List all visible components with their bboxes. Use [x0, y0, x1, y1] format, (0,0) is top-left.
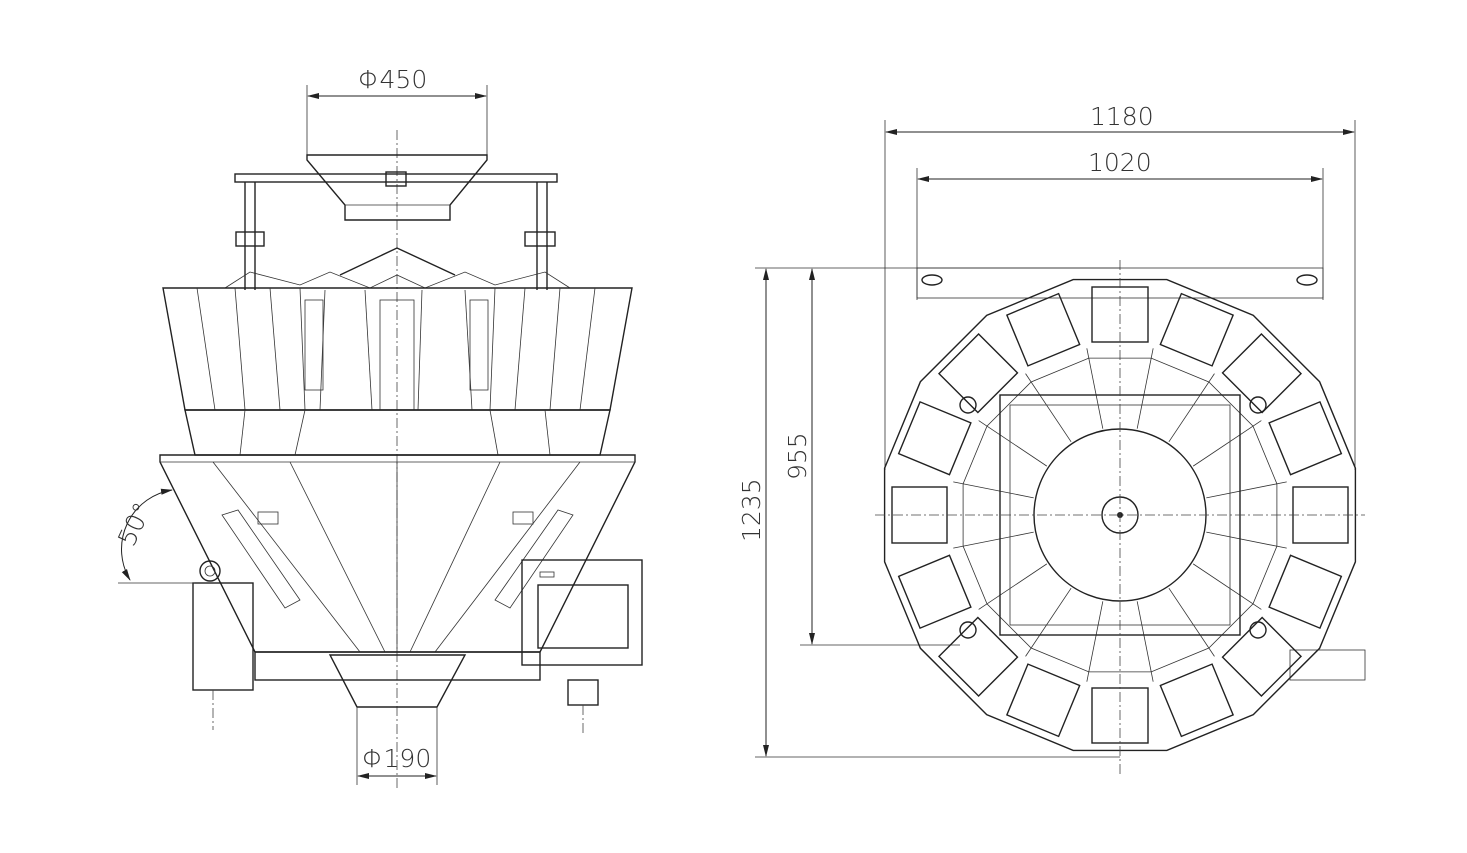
base-frame [254, 651, 541, 681]
radial-line [978, 563, 1048, 610]
radial-line [1136, 601, 1154, 682]
clamp-icon [1249, 396, 1267, 414]
outlet-diameter-label: Φ190 [362, 744, 431, 773]
dimension-overall-depth: 1235 [737, 267, 1120, 758]
radial-line [1192, 420, 1262, 467]
frame-width-label: 1020 [1088, 148, 1152, 177]
bucket [1159, 663, 1235, 738]
bracket-right [494, 509, 574, 609]
angle-label: 50° [112, 498, 157, 550]
control-panel [521, 559, 643, 735]
radial-line [1192, 563, 1262, 610]
dimension-outlet-diameter: Φ190 [356, 707, 438, 785]
radial-line [953, 481, 1034, 499]
discharge-chute [159, 454, 636, 653]
weigh-buckets [184, 409, 611, 456]
radial-line [1206, 481, 1287, 499]
radial-line [1025, 587, 1072, 657]
motor-box [192, 582, 254, 691]
front-view: Φ450 [112, 65, 643, 790]
feed-hopper [306, 154, 488, 221]
top-diameter-label: Φ450 [358, 65, 427, 94]
bucket [897, 554, 972, 630]
bucket [1005, 292, 1081, 367]
clamp-icon [1249, 621, 1267, 639]
top-view: 1180 1020 1235 955 [737, 102, 1366, 775]
bucket [1005, 663, 1081, 738]
top-view-geometry [875, 260, 1365, 775]
bucket [937, 332, 1019, 414]
top-rail [234, 173, 558, 183]
radial-line [1206, 531, 1287, 549]
overall-width-label: 1180 [1090, 102, 1154, 131]
dimension-angle: 50° [112, 488, 195, 584]
bucket [1268, 554, 1343, 630]
touch-screen [537, 584, 629, 649]
outlet-cone [328, 654, 467, 708]
bucket [1159, 292, 1235, 367]
radial-line [1168, 587, 1215, 657]
radial-line [1086, 601, 1104, 682]
dimension-frame-depth: 955 [783, 268, 960, 646]
radial-line [1136, 348, 1154, 429]
dimension-top-diameter: Φ450 [306, 65, 488, 160]
radial-line [978, 420, 1048, 467]
clamp-icon [959, 396, 977, 414]
radial-line [1168, 373, 1215, 443]
bucket [1221, 332, 1303, 414]
frame-depth-label: 955 [783, 432, 812, 480]
radial-line [1025, 373, 1072, 443]
overall-depth-label: 1235 [737, 478, 766, 542]
bucket [897, 400, 972, 476]
feed-buckets [162, 287, 633, 411]
clamp-icon [959, 621, 977, 639]
radial-line [953, 531, 1034, 549]
outer-ring [883, 278, 1357, 752]
bucket [937, 616, 1019, 698]
dimension-overall-width: 1180 [884, 102, 1356, 470]
bracket-left [221, 509, 301, 609]
top-cone [339, 247, 456, 276]
bucket [1268, 400, 1343, 476]
radial-line [1086, 348, 1104, 429]
bucket [1221, 616, 1303, 698]
dimension-frame-width: 1020 [916, 148, 1324, 300]
